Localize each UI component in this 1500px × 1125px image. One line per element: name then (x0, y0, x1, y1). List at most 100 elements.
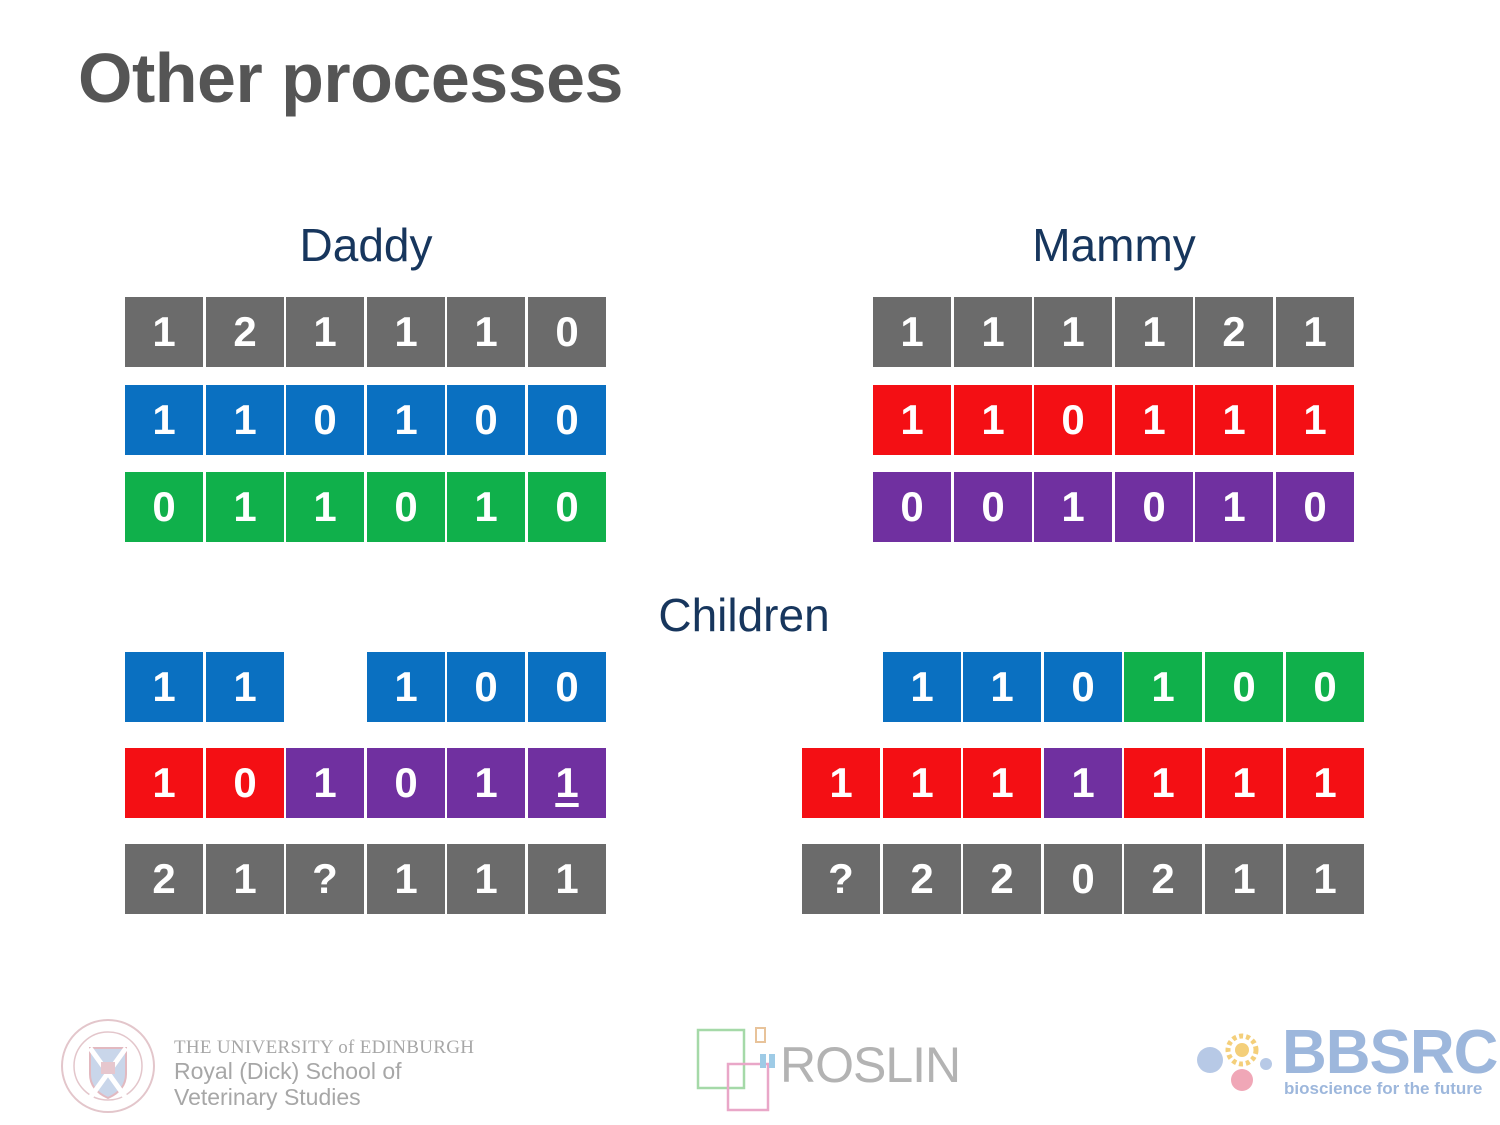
cell-value: 0 (981, 483, 1005, 530)
cell-value: 1 (910, 759, 934, 806)
cell-value: 1 (1232, 855, 1256, 902)
cell-value: 1 (152, 396, 176, 443)
daddy-cell: 0 (528, 385, 606, 455)
cell-value: 1 (1232, 759, 1256, 806)
child-left-cell: 0 (528, 652, 606, 722)
child-left-cell: 1 (125, 652, 203, 722)
child-left-cell: 1 (447, 748, 525, 818)
daddy-label: Daddy (299, 219, 433, 271)
daddy-cell: 1 (286, 472, 364, 542)
mammy-label: Mammy (1032, 219, 1196, 271)
cell-value: 0 (394, 759, 418, 806)
mammy-cell: 1 (1195, 385, 1273, 455)
child-right-cell: 1 (963, 652, 1041, 722)
child-left-cell: 0 (367, 748, 445, 818)
cell-value: 0 (555, 663, 579, 710)
cell-value: 0 (1071, 855, 1095, 902)
child-right-cell: 1 (1286, 844, 1364, 914)
cell-value: 2 (1222, 308, 1246, 355)
cell-value: 1 (900, 396, 924, 443)
university-logo-text: THE UNIVERSITY of EDINBURGH Royal (Dick)… (174, 1038, 474, 1109)
school-name-line2: Veterinary Studies (174, 1084, 361, 1110)
cell-value: 2 (910, 855, 934, 902)
child-left-cell: 1 (206, 652, 284, 722)
daddy-cell: 1 (206, 472, 284, 542)
cell-value: 0 (1313, 663, 1337, 710)
child-right-cell: 1 (1044, 748, 1122, 818)
cell-value: 2 (1151, 855, 1175, 902)
mammy-cell: 0 (954, 472, 1032, 542)
cell-value: 1 (1303, 396, 1327, 443)
cell-value: 1 (1222, 483, 1246, 530)
cell-value: 0 (474, 396, 498, 443)
mammy-cell: 1 (1195, 472, 1273, 542)
cell-value: 1 (1303, 308, 1327, 355)
child-right-cell: 1 (1205, 748, 1283, 818)
cell-value: 0 (1071, 663, 1095, 710)
cell-value: 1 (1061, 483, 1085, 530)
child-right-cell: 1 (1205, 844, 1283, 914)
child-right-cell: 2 (963, 844, 1041, 914)
child-left-cell: 1 (528, 844, 606, 914)
cell-value: 0 (1232, 663, 1256, 710)
cell-value: 1 (233, 855, 257, 902)
daddy-cell: 0 (528, 472, 606, 542)
daddy-cell: 1 (367, 297, 445, 367)
cell-value: 1 (233, 663, 257, 710)
daddy-cell: 1 (125, 385, 203, 455)
cell-value: 1 (313, 483, 337, 530)
cell-value: 0 (1061, 396, 1085, 443)
cell-value: 1 (152, 308, 176, 355)
daddy-cell: 1 (125, 297, 203, 367)
cell-value: 1 (233, 396, 257, 443)
mammy-cell: 0 (1115, 472, 1193, 542)
child-left-cell: ? (286, 844, 364, 914)
cell-value: 0 (313, 396, 337, 443)
child-right-cell: 0 (1286, 652, 1364, 722)
cell-value: 1 (981, 396, 1005, 443)
bbsrc-logo-icon (1197, 1033, 1272, 1091)
cell-value: 0 (555, 396, 579, 443)
cell-value: 1 (394, 855, 418, 902)
cell-value: 1 (152, 759, 176, 806)
child-right-cell: 1 (1124, 748, 1202, 818)
child-left-cell: 0 (447, 652, 525, 722)
cell-value: 1 (555, 759, 579, 806)
child-left-cell: 1 (286, 748, 364, 818)
cell-value: 1 (1071, 759, 1095, 806)
cell-value: 0 (152, 483, 176, 530)
cell-value: ? (828, 855, 854, 902)
cell-value: 0 (394, 483, 418, 530)
child-left-cell: 1 (125, 748, 203, 818)
daddy-cell: 0 (367, 472, 445, 542)
child-right-cell: 1 (883, 652, 961, 722)
cell-value: 0 (474, 663, 498, 710)
cell-value: 1 (394, 396, 418, 443)
child-right-cell: 0 (1044, 844, 1122, 914)
school-name-line1: Royal (Dick) School of (174, 1058, 402, 1084)
daddy-cell: 1 (206, 385, 284, 455)
cell-value: 1 (474, 308, 498, 355)
cell-value: 1 (474, 483, 498, 530)
cell-value: 1 (829, 759, 853, 806)
cell-value: 0 (555, 308, 579, 355)
cell-value: ? (312, 855, 338, 902)
cell-value: 2 (233, 308, 257, 355)
cell-value: 1 (152, 663, 176, 710)
child-left-cell: 2 (125, 844, 203, 914)
child-left-cell: 1 (367, 844, 445, 914)
daddy-cell: 0 (447, 385, 525, 455)
child-right-cell: 1 (963, 748, 1041, 818)
daddy-cell: 1 (286, 297, 364, 367)
cell-value: 0 (900, 483, 924, 530)
mammy-cell: 1 (1034, 297, 1112, 367)
cell-value: 0 (233, 759, 257, 806)
child-right-cell: 1 (1124, 652, 1202, 722)
page-title: Other processes (78, 39, 623, 117)
cell-value: 1 (394, 663, 418, 710)
cell-value: 1 (394, 308, 418, 355)
child-right-cell: 0 (1044, 652, 1122, 722)
child-right-cell: 0 (1205, 652, 1283, 722)
mammy-cell: 1 (873, 297, 951, 367)
cell-value: 1 (981, 308, 1005, 355)
